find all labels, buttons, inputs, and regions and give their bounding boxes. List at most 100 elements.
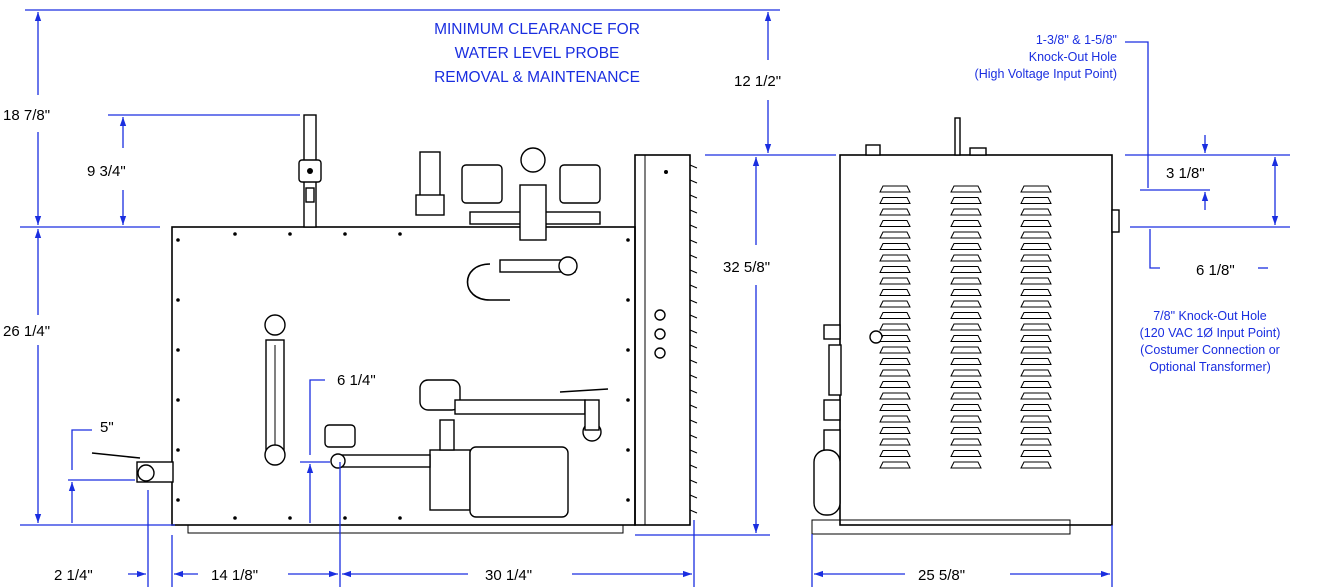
louver-slot — [1020, 312, 1052, 319]
louver-slot — [950, 197, 982, 204]
svg-text:1-3/8" & 1-5/8": 1-3/8" & 1-5/8" — [1036, 33, 1117, 47]
louver-slot — [950, 461, 982, 469]
louver-slot — [1020, 323, 1052, 331]
louver-slot — [879, 323, 911, 331]
louver-slot — [879, 254, 911, 262]
svg-text:7/8" Knock-Out Hole: 7/8" Knock-Out Hole — [1153, 309, 1267, 323]
louver-slot — [1020, 243, 1052, 250]
louver-slot — [1020, 197, 1052, 204]
louver-slot — [879, 369, 911, 377]
louver-slot — [879, 208, 911, 216]
louver-slot — [1020, 438, 1052, 446]
side-gauge-glass — [813, 324, 842, 516]
louver-slot — [1020, 220, 1052, 227]
louver-slot — [1020, 427, 1052, 434]
louver-slot — [879, 415, 911, 423]
clearance-note: MINIMUM CLEARANCE FOR WATER LEVEL PROBE … — [434, 21, 640, 86]
louver-slot — [950, 335, 982, 342]
dimension-labels: 18 7/8" 9 3/4" 26 1/4" 5" 6 1/4" 12 1/2"… — [3, 73, 1235, 584]
side-knockout-hv — [1111, 209, 1120, 233]
high-voltage-note: 1-3/8" & 1-5/8" Knock-Out Hole (High Vol… — [975, 33, 1117, 81]
water-level-probe — [298, 114, 322, 228]
louver-slot — [879, 427, 911, 434]
side-louvers — [879, 185, 1052, 469]
electrical-panel — [634, 154, 691, 526]
louver-slot — [950, 427, 982, 434]
louver-slot — [1020, 266, 1052, 273]
top-plumbing — [415, 147, 601, 301]
louver-slot — [879, 461, 911, 469]
louver-slot — [950, 243, 982, 250]
louver-slot — [879, 335, 911, 342]
cabinet-screws — [176, 232, 630, 520]
louver-slot — [950, 208, 982, 216]
louver-slot — [1020, 369, 1052, 377]
louver-slot — [879, 220, 911, 227]
louver-slot — [1020, 254, 1052, 262]
louver-slot — [879, 185, 911, 193]
low-voltage-note: 7/8" Knock-Out Hole (120 VAC 1Ø Input Po… — [1140, 309, 1281, 374]
louver-slot — [950, 381, 982, 388]
louver-slot — [950, 346, 982, 354]
drain-valve — [91, 452, 174, 483]
louver-slot — [950, 277, 982, 285]
louver-slot — [879, 312, 911, 319]
louver-slot — [950, 185, 982, 193]
louver-slot — [950, 323, 982, 331]
side-view — [811, 117, 1120, 535]
louver-slot — [879, 289, 911, 296]
louver-slot — [879, 243, 911, 250]
louver-slot — [950, 300, 982, 308]
dim-lv-knockout: 6 1/8" — [1196, 262, 1235, 279]
dim-width: 30 1/4" — [485, 567, 532, 584]
louver-slot — [1020, 208, 1052, 216]
dim-hv-knockout: 3 1/8" — [1166, 165, 1205, 182]
panel-knockout — [654, 309, 666, 321]
louver-slot — [950, 312, 982, 319]
louver-slot — [950, 404, 982, 411]
pump-motor — [324, 419, 569, 518]
louver-slot — [950, 254, 982, 262]
dimension-lines — [20, 9, 1290, 587]
svg-text:REMOVAL & MAINTENANCE: REMOVAL & MAINTENANCE — [434, 69, 640, 86]
louver-slot — [1020, 415, 1052, 423]
svg-text:(High Voltage Input Point): (High Voltage Input Point) — [975, 67, 1117, 81]
louver-slot — [950, 231, 982, 239]
louver-slot — [879, 300, 911, 308]
svg-text:WATER LEVEL PROBE: WATER LEVEL PROBE — [455, 45, 620, 62]
dim-outlet-offset: 2 1/4" — [54, 567, 93, 584]
dim-depth: 25 5/8" — [918, 567, 965, 584]
mid-piping — [419, 379, 609, 442]
dim-probe-height: 9 3/4" — [87, 163, 126, 180]
dim-inlet-height: 6 1/4" — [337, 372, 376, 389]
front-view — [91, 114, 698, 534]
louver-slot — [950, 289, 982, 296]
panel-fins — [689, 164, 698, 514]
svg-text:MINIMUM CLEARANCE FOR: MINIMUM CLEARANCE FOR — [434, 21, 640, 38]
louver-slot — [1020, 277, 1052, 285]
louver-slot — [950, 438, 982, 446]
front-base — [187, 524, 624, 534]
side-probe — [954, 117, 961, 156]
dim-total-height-left: 18 7/8" — [3, 107, 50, 124]
louver-slot — [1020, 300, 1052, 308]
sight-glass — [264, 314, 286, 466]
louver-slot — [950, 369, 982, 377]
louver-slot — [950, 220, 982, 227]
louver-slot — [879, 266, 911, 273]
louver-slot — [1020, 346, 1052, 354]
svg-text:Knock-Out Hole: Knock-Out Hole — [1029, 50, 1117, 64]
louver-slot — [1020, 289, 1052, 296]
louver-slot — [1020, 335, 1052, 342]
svg-text:(Costumer Connection or: (Costumer Connection or — [1140, 343, 1280, 357]
louver-slot — [1020, 392, 1052, 400]
louver-slot — [879, 450, 911, 457]
side-base — [811, 519, 1071, 535]
panel-knockout — [654, 347, 666, 359]
dim-overall-height: 32 5/8" — [723, 259, 770, 276]
louver-slot — [879, 358, 911, 365]
louver-slot — [1020, 185, 1052, 193]
louver-slot — [879, 404, 911, 411]
dim-top-clearance: 12 1/2" — [734, 73, 781, 90]
